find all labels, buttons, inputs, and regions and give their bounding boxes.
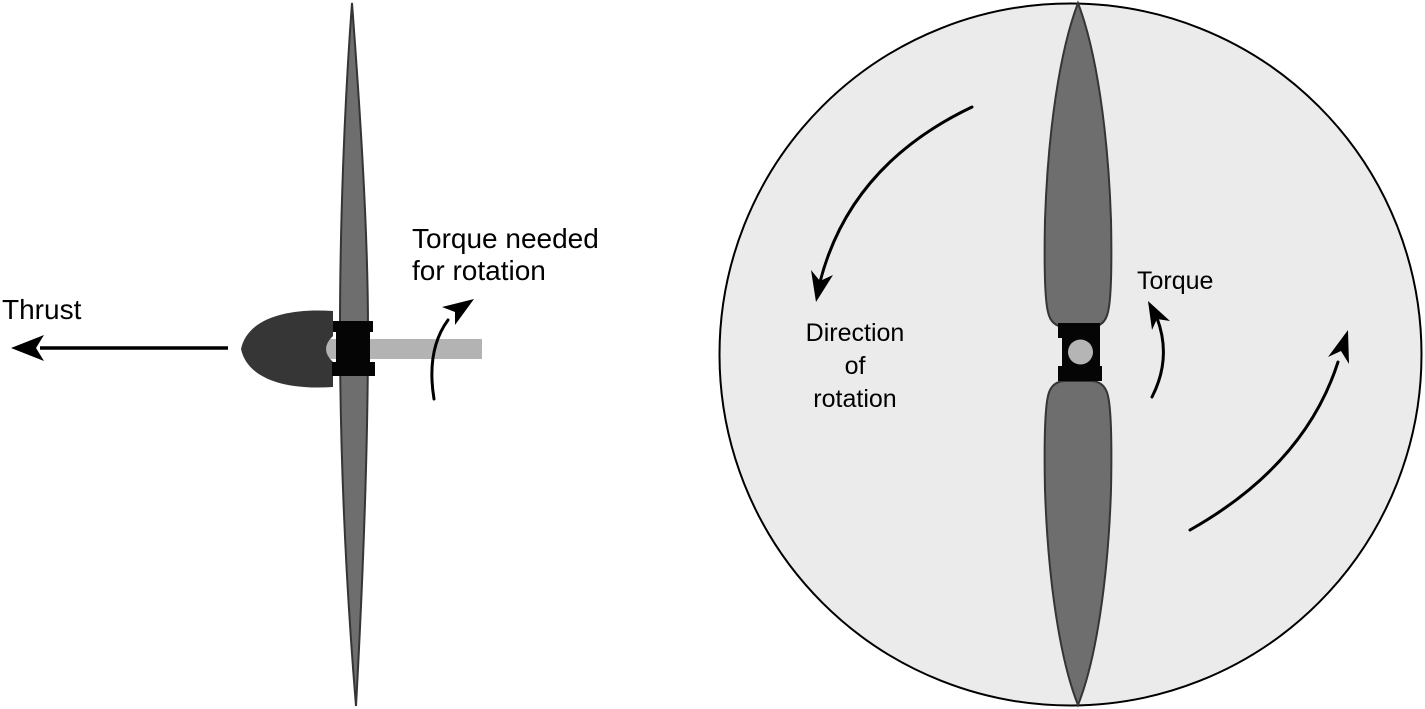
- direction-label-line1: Direction: [805, 319, 905, 347]
- torque-label: Torque: [1137, 267, 1214, 295]
- torque-needed-label-line2: for rotation: [412, 255, 546, 286]
- direction-label-line3: rotation: [813, 385, 897, 413]
- hub-shaft-dot: [1068, 339, 1093, 365]
- torque-arrowhead: [442, 299, 474, 325]
- hub-side: [332, 321, 375, 376]
- rotation-arc-left: [818, 105, 974, 284]
- rotation-arrowhead-right: [1328, 330, 1349, 364]
- thrust-arrowhead: [11, 335, 44, 361]
- torque-arc-front: [1150, 316, 1165, 399]
- side-view: [11, 2, 482, 707]
- direction-of-rotation-label: Direction of rotation: [755, 317, 955, 416]
- torque-arc-arrow: [430, 318, 450, 401]
- spinner: [241, 310, 333, 388]
- torque-needed-label: Torque needed for rotation: [412, 223, 599, 287]
- torque-arrowhead-front: [1148, 301, 1170, 330]
- torque-needed-label-line1: Torque needed: [412, 223, 599, 254]
- front-view: [718, 0, 1423, 708]
- thrust-label: Thrust: [2, 294, 82, 325]
- direction-label-line2: of: [844, 352, 866, 380]
- rotation-arrowhead-left: [811, 270, 833, 302]
- rotation-arc-right: [1188, 360, 1340, 532]
